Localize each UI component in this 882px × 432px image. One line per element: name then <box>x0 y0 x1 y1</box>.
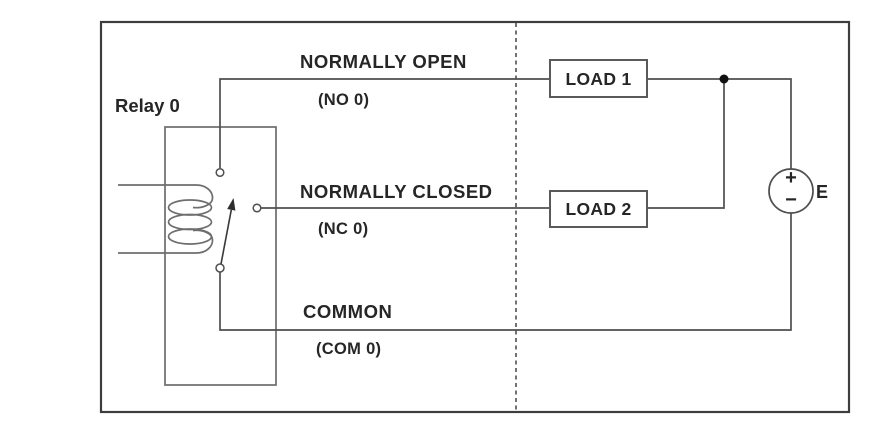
junction-dot <box>719 74 729 84</box>
coil-hook-top <box>192 184 214 209</box>
nc-terminal-code: (NC 0) <box>318 220 368 238</box>
diagram-border <box>99 20 851 414</box>
load2-box: LOAD 2 <box>549 190 648 228</box>
wires <box>219 74 792 331</box>
nc-terminal-name: NORMALLY CLOSED <box>300 181 493 202</box>
relay-label: Relay 0 <box>115 95 180 116</box>
load1-rect <box>549 59 648 98</box>
relay-coil-icon <box>118 184 214 254</box>
switch-armature <box>220 198 236 265</box>
armature-arrowhead-icon <box>227 198 236 211</box>
load1-label: LOAD 1 <box>566 69 632 89</box>
armature-shaft <box>220 209 233 265</box>
voltage-source-circle <box>768 168 814 214</box>
no-terminal-code: (NO 0) <box>318 91 369 109</box>
load2-rect <box>549 190 648 228</box>
load1-box: LOAD 1 <box>549 59 648 98</box>
voltage-source-label: E <box>816 182 828 202</box>
voltage-source: + − E <box>768 167 828 214</box>
polarity-plus-sign: + <box>785 167 797 189</box>
no-terminal-name: NORMALLY OPEN <box>300 51 467 72</box>
no-contact-terminal <box>215 167 225 178</box>
load2-junction-wire <box>647 82 725 209</box>
no-wire <box>219 78 550 168</box>
terminal-labels: Relay 0 NORMALLY OPEN (NO 0) NORMALLY CL… <box>115 51 493 358</box>
nc-contact-terminal <box>252 203 262 213</box>
load2-label: LOAD 2 <box>566 199 632 219</box>
common-wire <box>219 213 792 331</box>
com-terminal-code: (COM 0) <box>316 340 381 358</box>
load1-to-source-wire <box>647 78 792 169</box>
coil-loop <box>167 228 213 245</box>
polarity-minus-sign: − <box>785 189 797 211</box>
com-contact-terminal <box>215 263 225 273</box>
com-terminal-name: COMMON <box>303 301 392 322</box>
